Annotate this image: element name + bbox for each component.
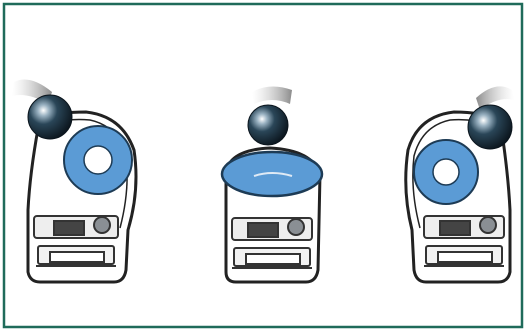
ball-icon — [468, 105, 512, 149]
blue-ring-icon — [414, 140, 478, 204]
blue-ring-icon — [64, 126, 132, 194]
ball-icon — [28, 95, 72, 139]
flattened-blue-ring-icon — [222, 152, 322, 196]
ball-icon — [248, 105, 288, 145]
